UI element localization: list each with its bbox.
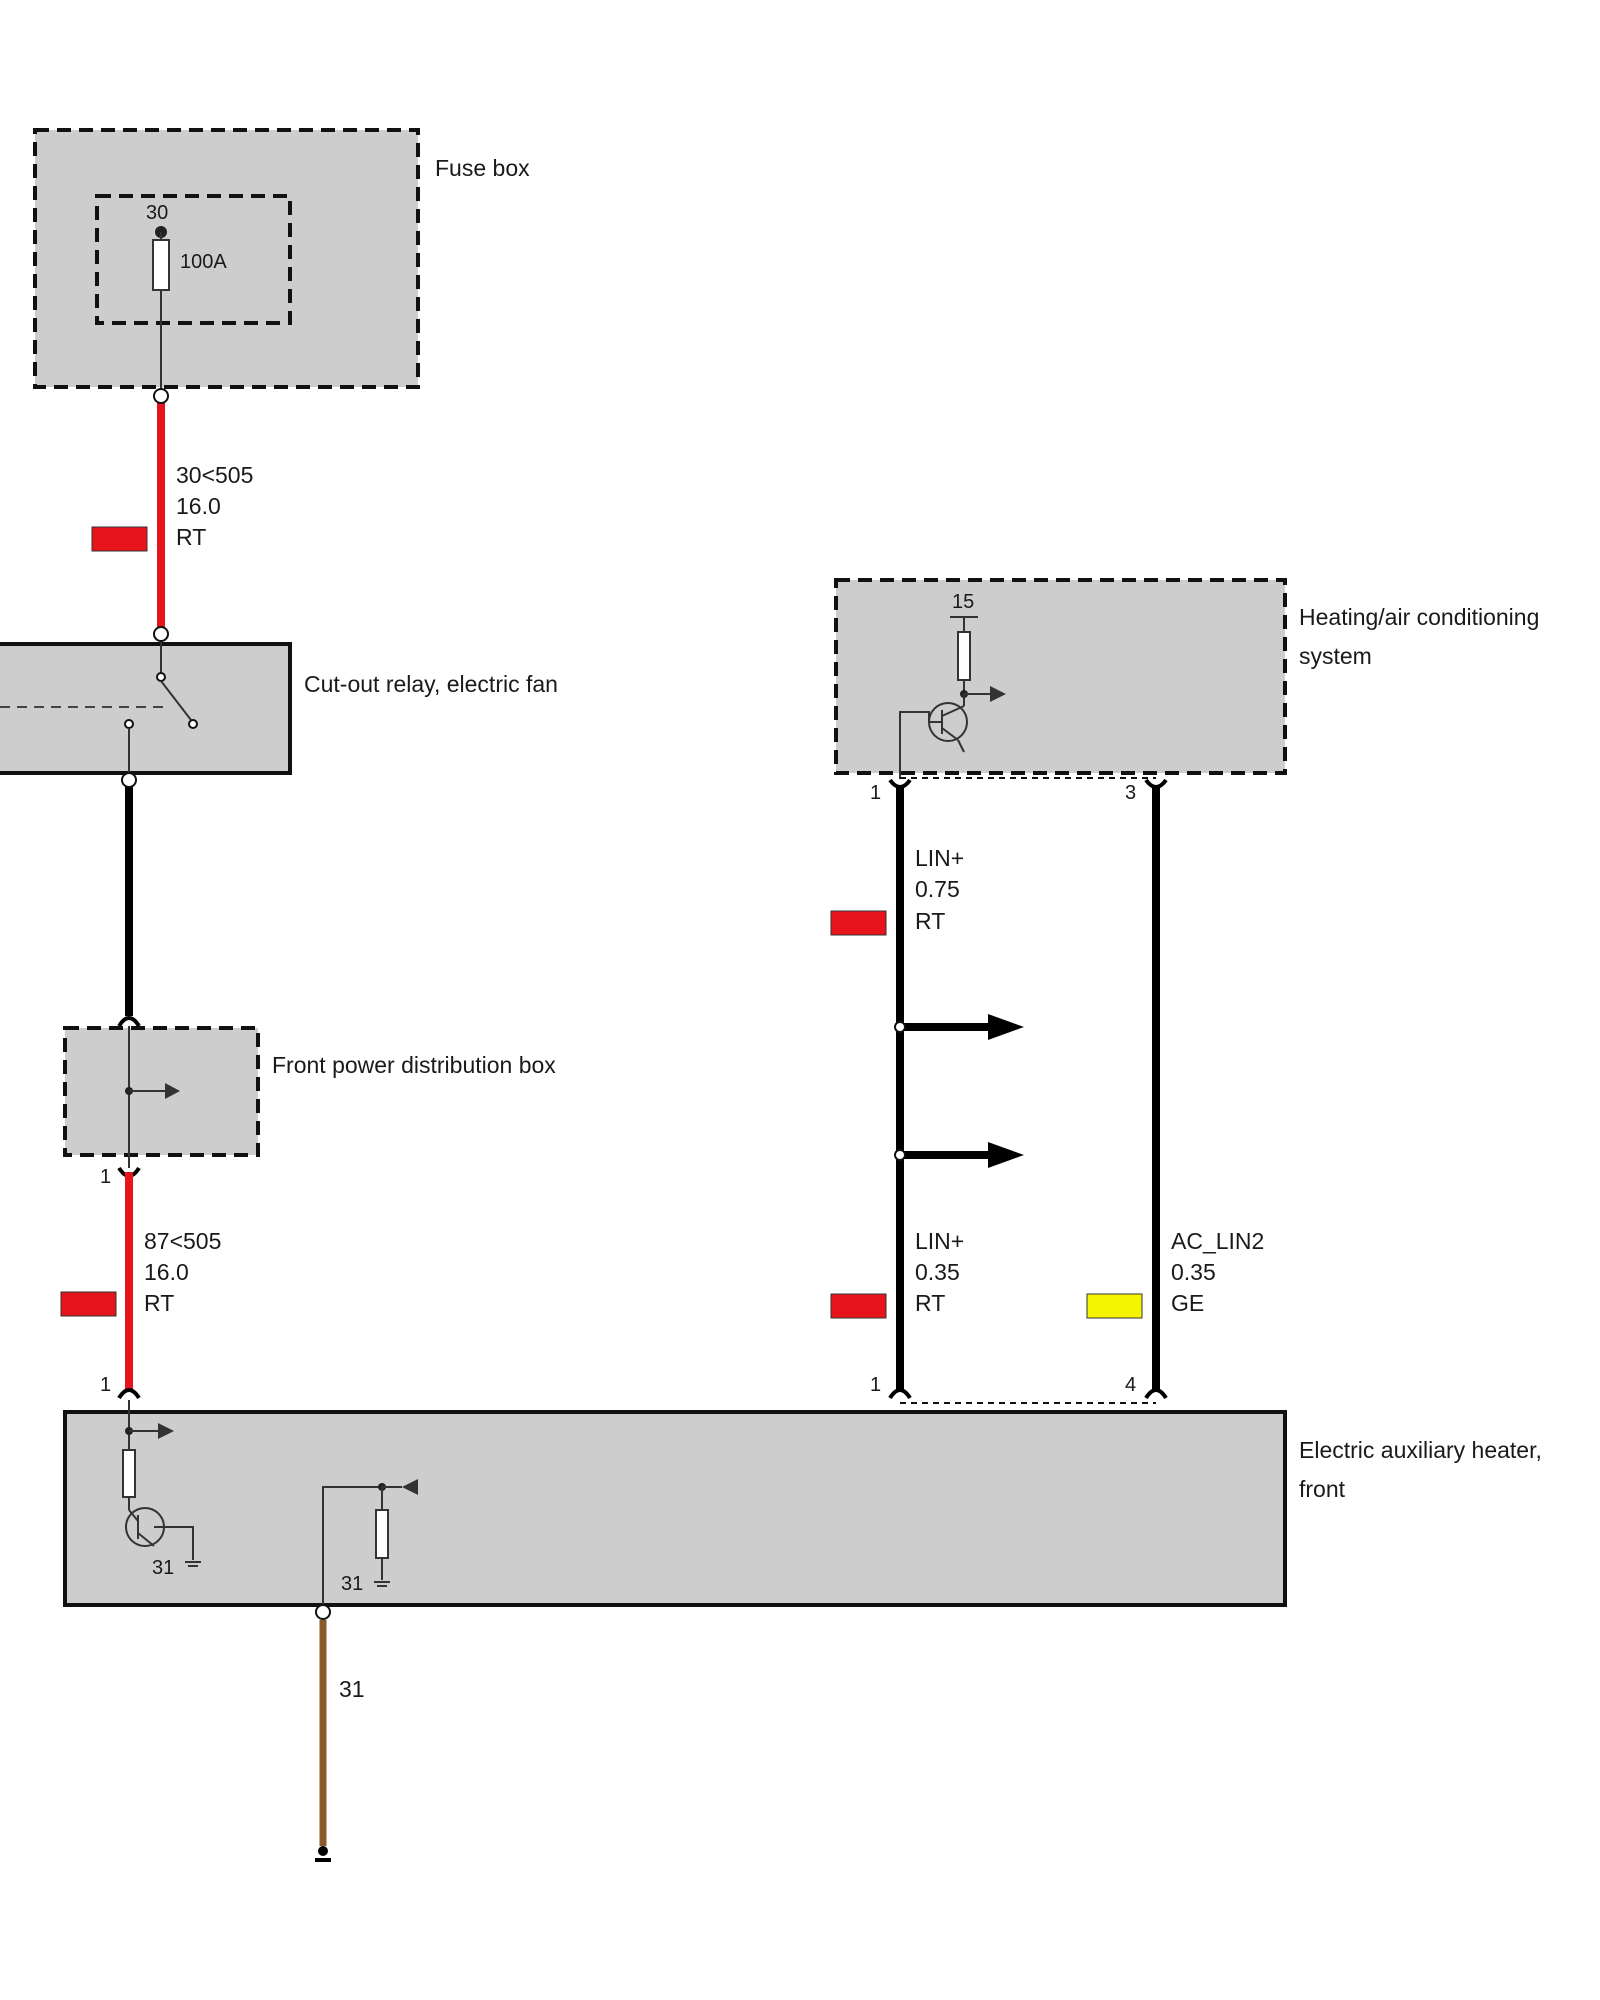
wire-color-label: RT xyxy=(915,908,945,934)
splice-arrow xyxy=(894,1142,1024,1168)
wire-signal-label: AC_LIN2 xyxy=(1171,1228,1264,1254)
cut-out-relay: Cut-out relay, electric fan xyxy=(0,634,558,775)
wire-color-swatch xyxy=(91,526,148,552)
wire-color-swatch xyxy=(1086,1293,1143,1319)
connector-icon xyxy=(1144,778,1168,789)
wire-color-swatch xyxy=(830,910,887,936)
wire-color-label: RT xyxy=(144,1290,174,1316)
relay-label: Cut-out relay, electric fan xyxy=(304,671,558,697)
fuse-box-label: Fuse box xyxy=(435,155,530,181)
connector-icon xyxy=(1144,1388,1168,1400)
wire-signal-label: LIN+ xyxy=(915,845,964,871)
front-power-distribution-box: Front power distribution box 1 xyxy=(63,1016,556,1188)
hvac-pin-right: 3 xyxy=(1125,782,1136,804)
wire-signal-label: 87<505 xyxy=(144,1228,221,1254)
fuse-box: 30 100A Fuse box xyxy=(33,128,530,396)
fuse-rating: 100A xyxy=(180,251,227,273)
pdb-label: Front power distribution box xyxy=(272,1052,556,1078)
fuse-box-output-terminal xyxy=(153,388,169,404)
heater-ground-left: 31 xyxy=(152,1557,174,1579)
hvac-label-line1: Heating/air conditioning xyxy=(1299,604,1539,630)
connector-icon xyxy=(888,778,912,789)
heater-pin-lin: 1 xyxy=(870,1374,881,1396)
connector-icon xyxy=(117,1388,141,1400)
wire-signal-label: LIN+ xyxy=(915,1228,964,1254)
hvac-terminal-label: 15 xyxy=(952,591,974,613)
hvac-pin-left: 1 xyxy=(870,782,881,804)
hvac-label-line2: system xyxy=(1299,643,1372,669)
splice-arrow xyxy=(894,1014,1024,1040)
wire-gauge-label: 0.35 xyxy=(1171,1259,1216,1285)
heater-ground-terminal xyxy=(315,1604,331,1620)
ground-wire-label: 31 xyxy=(339,1676,365,1702)
wire-gauge-label: 0.75 xyxy=(915,876,960,902)
wire-gauge-label: 0.35 xyxy=(915,1259,960,1285)
fuse-icon xyxy=(152,239,170,291)
heater-ground-right: 31 xyxy=(341,1573,363,1595)
wire-color-swatch xyxy=(60,1291,117,1317)
wire-gauge-label: 16.0 xyxy=(176,493,221,519)
heater-label-line1: Electric auxiliary heater, xyxy=(1299,1437,1542,1463)
connector-icon xyxy=(888,1388,912,1400)
wire-gauge-label: 16.0 xyxy=(144,1259,189,1285)
heater-pin-aclin: 4 xyxy=(1125,1374,1136,1396)
heater-pin-left: 1 xyxy=(100,1374,111,1396)
relay-input-terminal xyxy=(153,626,169,642)
wire-color-label: GE xyxy=(1171,1290,1204,1316)
wire-color-label: RT xyxy=(176,524,206,550)
heating-air-conditioning-system: 15 Heating/air conditioning system xyxy=(834,578,1539,779)
relay-output-terminal xyxy=(121,772,137,788)
wire-color-swatch xyxy=(830,1293,887,1319)
electric-auxiliary-heater: 31 31 Electric auxiliary heater, front xyxy=(63,1400,1542,1607)
wire-signal-label: 30<505 xyxy=(176,462,253,488)
fuse-box-terminal-label: 30 xyxy=(146,202,168,224)
ground-icon xyxy=(315,1846,331,1862)
wire-color-label: RT xyxy=(915,1290,945,1316)
pdb-pin-label: 1 xyxy=(100,1166,111,1188)
heater-label-line2: front xyxy=(1299,1476,1346,1502)
